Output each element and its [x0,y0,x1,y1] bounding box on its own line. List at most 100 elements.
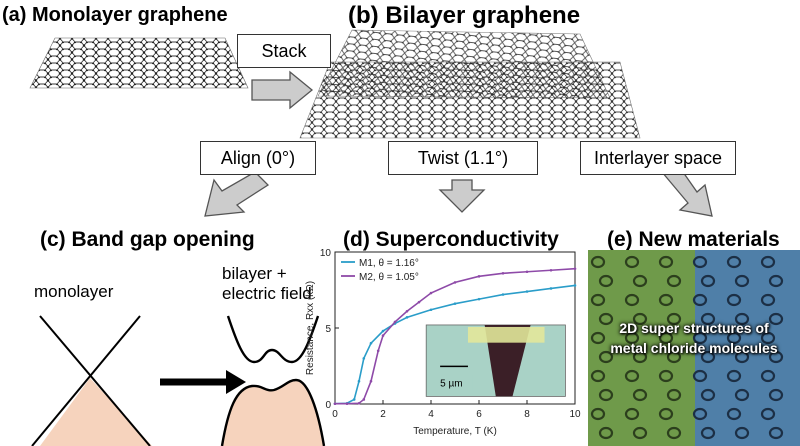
micrograph-ring [590,293,606,307]
data-point [477,275,481,278]
micrograph-ring [598,350,614,364]
data-point [362,398,366,401]
data-point [352,398,356,401]
data-point [429,291,433,295]
micrograph-ring [726,293,742,307]
micrograph-ring [632,426,648,440]
micrograph-ring [768,350,784,364]
micrograph-ring [700,274,716,288]
data-point [393,320,397,324]
data-point [573,284,577,287]
micrograph-ring [692,331,708,345]
micrograph-ring [734,312,750,326]
micrograph-ring [598,274,614,288]
micrograph-ring [590,255,606,269]
data-point [405,309,409,313]
micrograph-ring [692,293,708,307]
stack-box: Stack [237,34,331,68]
micrograph-ring [658,407,674,421]
legend-label-1: M1, θ = 1.16° [359,258,419,269]
micrograph-ring [692,407,708,421]
data-point [501,293,505,296]
micrograph-ring [624,293,640,307]
micrograph-ring [598,312,614,326]
micrograph-ring [658,369,674,383]
x-tick-label: 8 [524,409,530,420]
micrograph-ring [632,274,648,288]
inset-scale-label: 5 µm [440,378,462,389]
y-tick-label: 5 [325,324,331,335]
inset-scale-bg [437,374,473,391]
micrograph-ring [598,388,614,402]
align-arrow [204,171,270,217]
data-point [477,297,481,301]
micrograph-ring [760,293,776,307]
micrograph-ring [726,255,742,269]
x-tick-label: 0 [332,409,338,420]
series-line-1 [334,284,576,405]
bilayer-valence-fill [222,380,324,446]
y-tick-label: 10 [320,248,332,259]
monolayer-band-fill [40,378,152,446]
panel-e-title: (e) New materials [607,228,780,251]
data-point [453,302,457,305]
micrograph-ring [760,331,776,345]
y-axis-label: Resistance, Rxx (kΩ) [305,281,316,375]
data-point [376,349,380,353]
micrograph-ring [700,388,716,402]
data-point [405,316,409,319]
band-right-arrow-head [226,370,246,394]
twist-box: Twist (1.1°) [388,141,538,175]
data-point [429,308,433,312]
data-point [345,402,349,405]
y-tick-label: 0 [325,400,331,411]
micrograph-ring [760,255,776,269]
micrograph-ring [692,255,708,269]
panel-c-title: (c) Band gap opening [40,228,255,251]
data-point [573,267,577,271]
micrograph-ring [726,369,742,383]
micrograph-ring [624,369,640,383]
overlay-line-2: metal chloride molecules [610,340,778,356]
micrograph-ring [700,350,716,364]
data-point [333,402,337,405]
micrograph-ring [692,369,708,383]
panel-d-title: (d) Superconductivity [343,228,559,251]
micrograph-ring [658,293,674,307]
data-point [381,334,385,337]
inset-device [484,324,531,397]
data-point [369,379,373,383]
micrograph-ring [666,426,682,440]
micrograph-ring [700,426,716,440]
micrograph-ring [658,331,674,345]
x-tick-label: 10 [569,409,581,420]
micrograph-ring [666,312,682,326]
micrograph-ring [726,331,742,345]
twist-arrow [438,179,486,213]
data-point [417,300,421,304]
x-axis-label: Temperature, T (K) [413,426,497,437]
interlayer-space-box: Interlayer space [580,141,736,175]
inset-electrodes [467,326,545,343]
micrograph-ring [666,350,682,364]
materials-overlay: 2D super structures of metal chloride mo… [588,318,800,358]
micrograph-ring [768,388,784,402]
bilayer-label-line1: bilayer + [222,264,287,283]
stack-arrow [251,70,314,110]
bilayer-valence-band [220,378,326,446]
bilayer-bottom-sheet [299,61,641,139]
micrograph-ring [734,388,750,402]
legend-label-2: M2, θ = 1.05° [359,272,419,283]
data-point [357,401,361,405]
micrograph-ring [700,312,716,326]
data-point [381,329,385,333]
micrograph-ring [760,407,776,421]
micrograph-ring [666,388,682,402]
micrograph-ring [658,255,674,269]
micrograph-ring [590,407,606,421]
bilayer-conduction-band [226,315,320,364]
micrograph-ring [632,350,648,364]
monolayer-band-line [39,315,151,446]
data-point [525,270,529,274]
panel-a-title: (a) Monolayer graphene [2,4,228,26]
